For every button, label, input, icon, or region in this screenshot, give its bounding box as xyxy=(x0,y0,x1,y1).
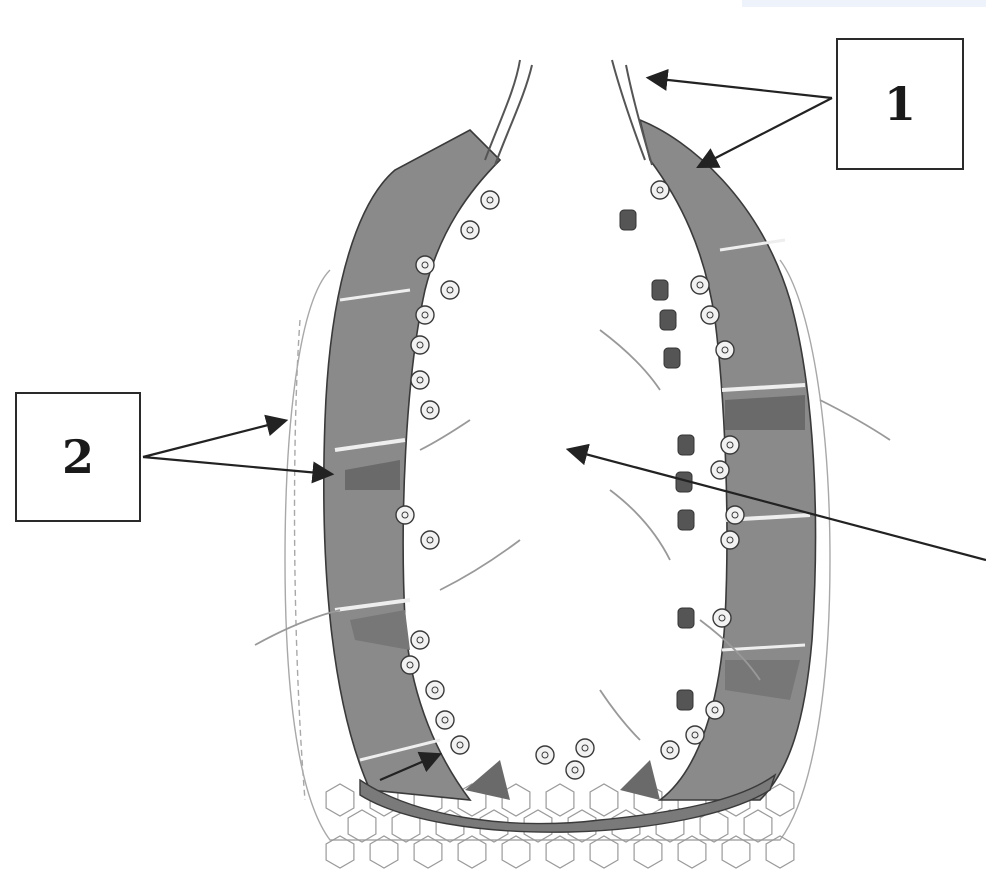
honeycomb-cell xyxy=(678,836,706,868)
cell-body xyxy=(411,631,429,649)
honeycomb-cell xyxy=(546,784,574,816)
cell-body xyxy=(691,276,709,294)
cell-body xyxy=(426,681,444,699)
cell-body xyxy=(661,741,679,759)
right-tissue-wall xyxy=(640,120,816,800)
cell-body xyxy=(401,656,419,674)
cell-body xyxy=(461,221,479,239)
honeycomb-cell xyxy=(590,836,618,868)
flow-arrow xyxy=(600,690,640,740)
dark-gland-cell xyxy=(678,510,694,530)
cell-body xyxy=(706,701,724,719)
flow-arrow xyxy=(610,490,670,560)
callout-1-upper-line xyxy=(650,78,832,98)
top-horn-structures xyxy=(485,60,652,165)
flow-arrow xyxy=(420,420,470,450)
dark-gland-cell xyxy=(652,280,668,300)
cell-body xyxy=(721,531,739,549)
label-box-2: 2 xyxy=(15,392,141,522)
cell-body xyxy=(713,609,731,627)
cell-body xyxy=(726,506,744,524)
cell-body xyxy=(686,726,704,744)
honeycomb-cell xyxy=(546,836,574,868)
flow-arrow xyxy=(255,610,340,645)
cell-body xyxy=(481,191,499,209)
honeycomb-cell xyxy=(458,836,486,868)
callout-1-lower-line xyxy=(700,98,832,166)
cell-body xyxy=(716,341,734,359)
cell-body xyxy=(451,736,469,754)
flow-arrow xyxy=(440,540,520,590)
cell-body xyxy=(411,336,429,354)
honeycomb-cell xyxy=(326,836,354,868)
cell-body xyxy=(421,531,439,549)
cell-body xyxy=(421,401,439,419)
honeycomb-cell xyxy=(634,836,662,868)
callout-arrows xyxy=(143,78,986,780)
dark-gland-cell xyxy=(678,435,694,455)
honeycomb-cell xyxy=(370,836,398,868)
cell-body xyxy=(721,436,739,454)
dark-gland-cell xyxy=(664,348,680,368)
label-box-1: 1 xyxy=(836,38,964,170)
cell-body xyxy=(651,181,669,199)
label-1-text: 1 xyxy=(884,77,916,131)
honeycomb-cell xyxy=(348,810,376,842)
honeycomb-cell xyxy=(326,784,354,816)
epithelial-cells xyxy=(396,181,744,779)
cell-body xyxy=(441,281,459,299)
label-2-text: 2 xyxy=(62,430,94,484)
honeycomb-cell xyxy=(722,836,750,868)
dark-gland-cell xyxy=(678,608,694,628)
flow-arrow xyxy=(600,330,660,390)
callout-2-upper-line xyxy=(143,421,284,457)
flow-arrow xyxy=(820,400,890,440)
cell-body xyxy=(411,371,429,389)
cell-body xyxy=(566,761,584,779)
cell-body xyxy=(536,746,554,764)
dark-gland-cell xyxy=(620,210,636,230)
honeycomb-cell xyxy=(590,784,618,816)
cell-body xyxy=(416,256,434,274)
cell-body xyxy=(701,306,719,324)
honeycomb-cell xyxy=(502,836,530,868)
cell-body xyxy=(436,711,454,729)
honeycomb-cell xyxy=(414,836,442,868)
callout-2-lower-line xyxy=(143,457,330,474)
cell-body xyxy=(576,739,594,757)
cell-body xyxy=(711,461,729,479)
honeycomb-cell xyxy=(766,836,794,868)
honeycomb-cell xyxy=(744,810,772,842)
cell-body xyxy=(396,506,414,524)
dark-gland-cell xyxy=(660,310,676,330)
cell-body xyxy=(416,306,434,324)
dark-gland-cell xyxy=(677,690,693,710)
